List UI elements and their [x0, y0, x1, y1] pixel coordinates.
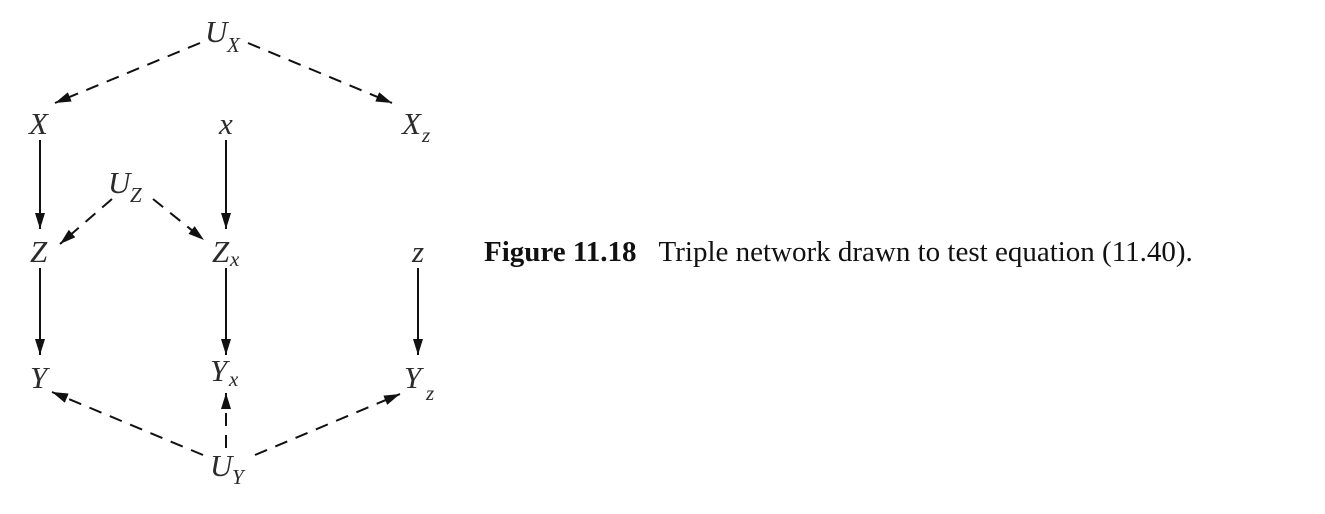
node-yz-label: Y — [404, 360, 424, 395]
node-yx-subscript: x — [228, 367, 239, 391]
node-ux: U X — [205, 14, 241, 57]
node-uy-label: U — [210, 448, 235, 483]
node-x-small-label: x — [218, 106, 233, 141]
node-z-label: Z — [30, 234, 48, 269]
node-xz-label: X — [400, 106, 422, 141]
edge-uy-to-y — [51, 391, 204, 456]
node-uy: U Y — [210, 448, 246, 489]
edges — [35, 42, 423, 456]
node-z: Z — [30, 234, 48, 269]
edge-uy-to-yz — [254, 393, 401, 456]
node-yx: Y x — [210, 353, 239, 391]
node-uz-label: U — [108, 165, 133, 200]
node-x: X — [27, 106, 49, 141]
node-zx-label: Z — [212, 234, 230, 269]
node-y-label: Y — [30, 360, 50, 395]
node-ux-label: U — [205, 14, 230, 49]
node-uz-subscript: Z — [130, 183, 142, 207]
node-yx-label: Y — [210, 353, 230, 388]
figure-caption-text: Triple network drawn to test equation (1… — [658, 236, 1193, 268]
node-z-small: z — [411, 234, 424, 269]
figure-caption: Figure 11.18 Triple network drawn to test… — [484, 236, 1193, 269]
node-zx-subscript: x — [229, 247, 240, 271]
node-yz-subscript: z — [425, 381, 434, 405]
node-y: Y — [30, 360, 50, 395]
figure-label: Figure 11.18 — [484, 236, 637, 268]
node-xz: X z — [400, 106, 430, 147]
node-uz: U Z — [108, 165, 142, 207]
node-zx: Z x — [212, 234, 240, 271]
node-uy-subscript: Y — [232, 465, 246, 489]
node-z-small-label: z — [411, 234, 424, 269]
nodes: U X X x X z U Z Z Z x z Y Y — [27, 14, 434, 489]
node-yz: Y z — [404, 360, 434, 405]
edge-uz-to-zx — [152, 198, 205, 241]
edge-uz-to-z — [59, 198, 113, 245]
edge-ux-to-xz — [247, 42, 393, 104]
node-xz-subscript: z — [421, 123, 430, 147]
node-ux-subscript: X — [226, 33, 241, 57]
node-x-label: X — [27, 106, 49, 141]
node-x-small: x — [218, 106, 233, 141]
edge-ux-to-x — [54, 42, 201, 104]
